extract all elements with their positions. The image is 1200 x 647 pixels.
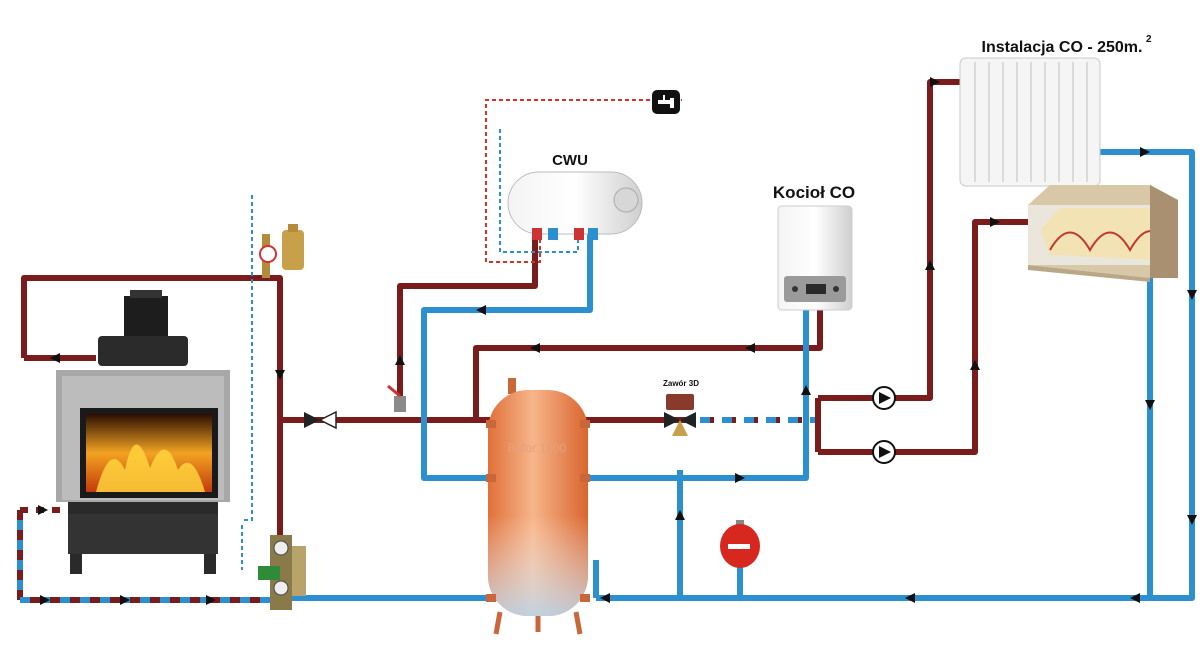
- pump-group-icon: [258, 535, 306, 610]
- pipe-network: [17, 77, 1197, 605]
- pump-icon: [872, 386, 896, 410]
- installation-label-superscript: 2: [1146, 34, 1152, 45]
- check-valve-icon: [304, 410, 337, 430]
- safety-group-icon: [259, 224, 304, 278]
- installation-label: Instalacja CO - 250m.: [982, 39, 1143, 56]
- buffer-label: Bufor 1000: [508, 441, 567, 455]
- floor-heating-icon: [1028, 185, 1178, 282]
- tap-icon: [652, 90, 680, 114]
- expansion-vessel-icon: [720, 520, 760, 568]
- gas-boiler-icon: [777, 205, 853, 311]
- pump-icon: [872, 440, 896, 464]
- valve-icon: [387, 384, 406, 412]
- valve3d-label: Zawór 3D: [663, 379, 699, 388]
- boiler-label: Kocioł CO: [773, 183, 855, 202]
- fireplace-icon: [56, 290, 230, 574]
- water-heater-icon: [507, 171, 643, 240]
- three-way-valve-icon: [664, 394, 696, 436]
- buffer-tank-icon: [486, 378, 590, 635]
- cwu-label: CWU: [552, 152, 588, 169]
- radiator-icon: [959, 57, 1101, 187]
